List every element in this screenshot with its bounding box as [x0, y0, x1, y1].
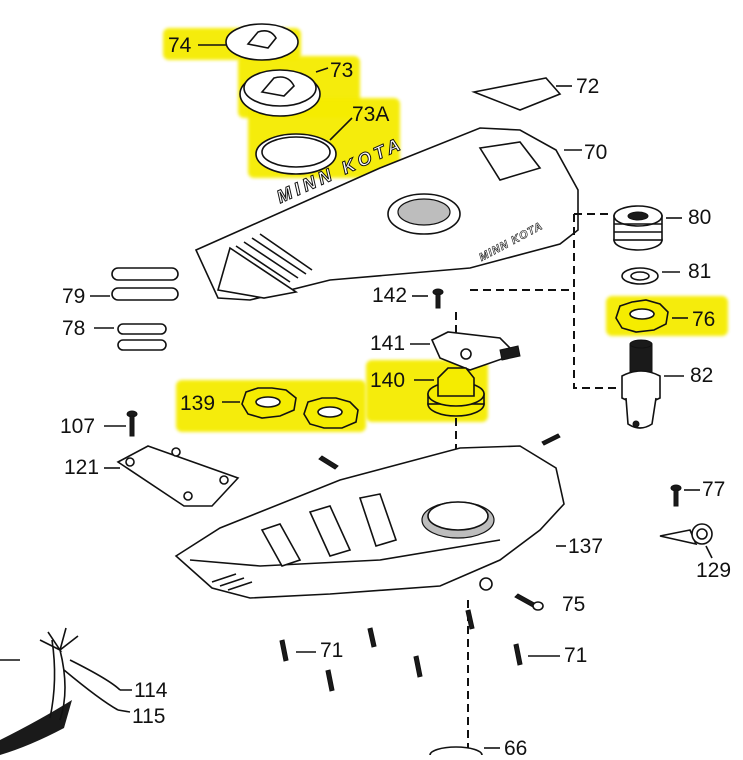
part-139-nuts — [222, 387, 359, 429]
label-76: 76 — [692, 308, 716, 331]
label-129: 129 — [696, 559, 732, 582]
label-78: 78 — [62, 317, 86, 340]
label-73a: 73A — [352, 103, 390, 126]
part-121-plate — [104, 445, 240, 507]
label-75: 75 — [562, 593, 586, 616]
part-72-decal — [471, 77, 572, 111]
label-81: 81 — [688, 260, 712, 283]
label-71-right: 71 — [564, 644, 588, 667]
part-137-lower-housing — [174, 445, 566, 599]
part-76-nut — [615, 299, 688, 333]
label-82: 82 — [690, 364, 714, 387]
label-72: 72 — [576, 75, 600, 98]
loose-screws — [318, 433, 561, 630]
label-80: 80 — [688, 206, 712, 229]
cable-bundle — [0, 627, 132, 755]
label-71-left: 71 — [320, 639, 344, 662]
part-79-orings — [90, 267, 179, 301]
label-70: 70 — [584, 141, 608, 164]
part-74-cap — [198, 23, 299, 61]
label-79: 79 — [62, 285, 86, 308]
part-107-screw — [104, 410, 138, 437]
label-107: 107 — [60, 415, 96, 438]
label-114: 114 — [134, 679, 168, 702]
part-66-partial — [429, 746, 500, 755]
part-140-switch — [414, 367, 485, 417]
part-71-screws — [279, 627, 560, 692]
label-137: 137 — [568, 535, 604, 558]
label-140: 140 — [370, 369, 406, 392]
part-73-housing — [239, 67, 329, 117]
part-77-screw — [670, 484, 700, 507]
part-82-shaft — [621, 339, 684, 429]
part-129-spring — [659, 523, 713, 559]
label-74: 74 — [168, 34, 192, 57]
label-139: 139 — [180, 392, 216, 415]
part-78-orings — [94, 323, 167, 351]
part-70-top-cover — [194, 127, 582, 301]
part-81-washer — [621, 267, 680, 285]
part-80-gear — [613, 205, 682, 251]
label-115: 115 — [132, 705, 166, 728]
part-142-screw — [412, 288, 444, 309]
part-73a-ring — [255, 117, 353, 175]
label-66: 66 — [504, 737, 528, 760]
label-142: 142 — [372, 284, 408, 307]
part-141-bracket — [410, 331, 521, 371]
label-73: 73 — [330, 59, 354, 82]
leader-dashed-80-82 — [573, 213, 616, 389]
label-121: 121 — [64, 456, 100, 479]
label-77: 77 — [702, 478, 726, 501]
label-141: 141 — [370, 332, 406, 355]
